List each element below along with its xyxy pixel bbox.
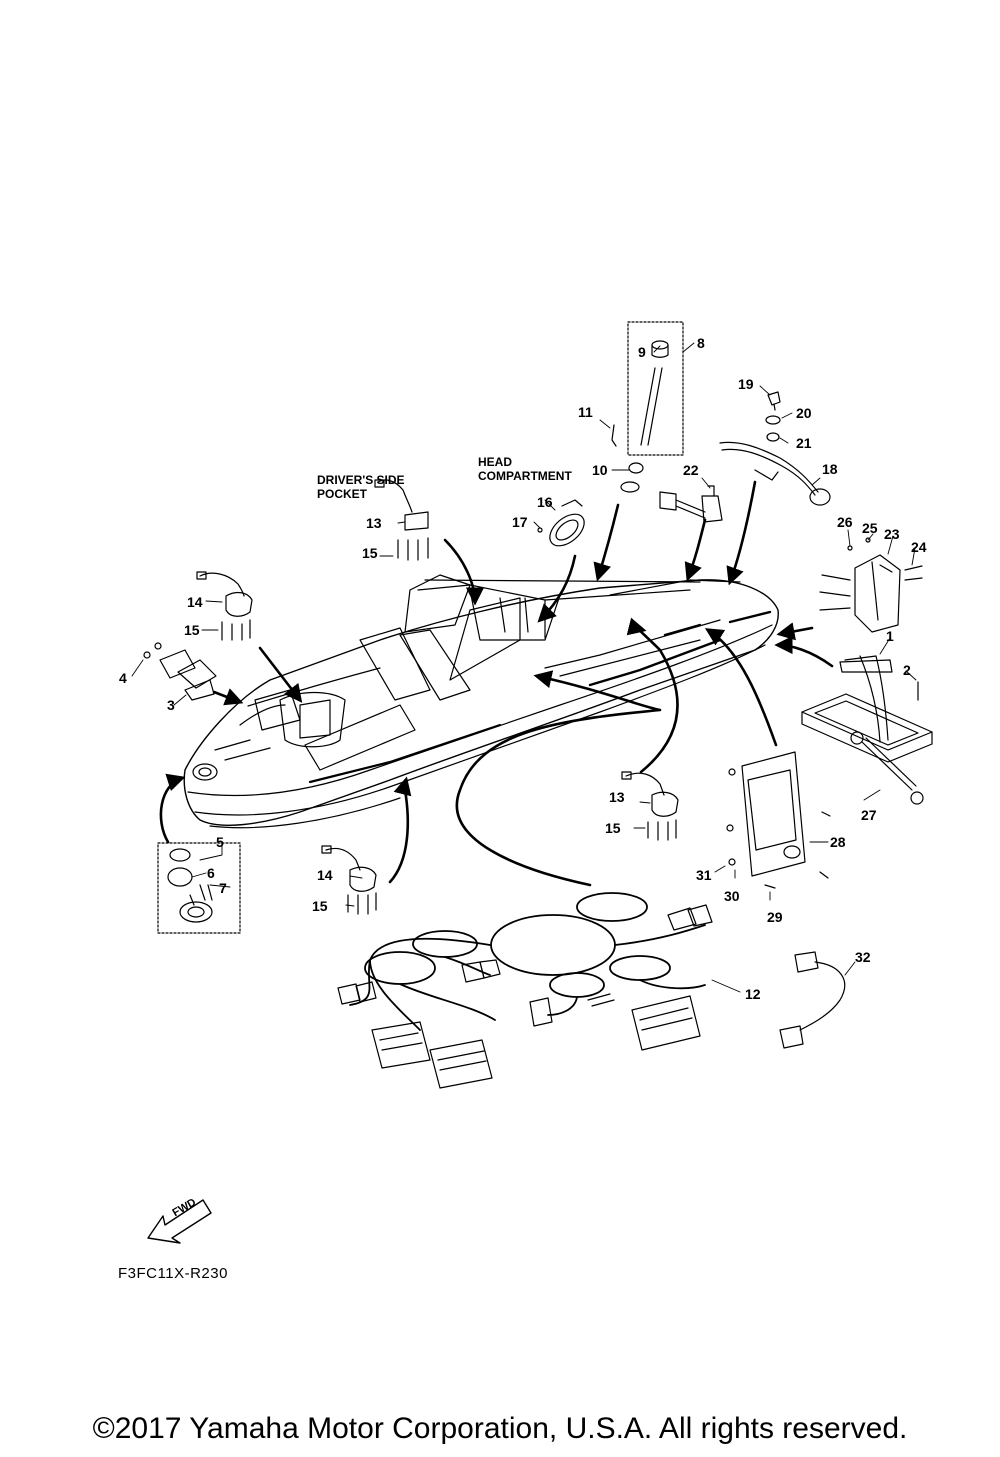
note-head-compartment: HEAD COMPARTMENT — [478, 455, 572, 483]
callout-17: 17 — [512, 514, 528, 530]
callout-15-b: 15 — [184, 622, 200, 638]
connectors — [337, 904, 713, 1089]
callout-15-a: 15 — [362, 545, 378, 561]
note-drivers-side-pocket: DRIVER'S SIDE POCKET — [317, 473, 405, 501]
callout-15-d: 15 — [312, 898, 328, 914]
callout-21: 21 — [796, 435, 812, 451]
light-part-14-bottom — [321, 845, 377, 915]
callout-1: 1 — [886, 628, 894, 644]
light-part-13-mid — [621, 771, 679, 841]
battery-tray-part — [801, 655, 933, 763]
callout-31: 31 — [696, 867, 712, 883]
callout-22: 22 — [683, 462, 699, 478]
callout-14-bottom: 14 — [317, 867, 333, 883]
light-part-14-top — [196, 571, 253, 641]
callout-5: 5 — [216, 834, 224, 850]
ecu-part — [726, 751, 831, 889]
callout-19: 19 — [738, 376, 754, 392]
sensor-lead-part — [779, 951, 846, 1049]
ground-cable-part — [719, 391, 831, 506]
battery-cable-part — [850, 731, 924, 805]
callout-27: 27 — [861, 807, 877, 823]
callout-9: 9 — [638, 344, 646, 360]
drawing-code: F3FC11X-R230 — [118, 1265, 228, 1282]
cover-part-3 — [143, 642, 217, 701]
sensor-part — [659, 485, 723, 523]
copyright-notice: ©2017 Yamaha Motor Corporation, U.S.A. A… — [92, 1412, 908, 1445]
callout-13-top: 13 — [366, 515, 382, 531]
item-8-group-box — [627, 321, 684, 456]
callout-13-mid: 13 — [609, 789, 625, 805]
callout-15-c: 15 — [605, 820, 621, 836]
callout-28: 28 — [830, 834, 846, 850]
callout-12: 12 — [745, 986, 761, 1002]
callout-23: 23 — [884, 526, 900, 542]
callout-30: 30 — [724, 888, 740, 904]
fwd-arrow-icon — [147, 1199, 212, 1244]
assembly-arrows — [159, 480, 834, 887]
callout-6: 6 — [207, 865, 215, 881]
light-part-13-top — [374, 479, 429, 561]
fuse-box-part — [819, 537, 923, 633]
callout-29: 29 — [767, 909, 783, 925]
leader-lines — [131, 342, 917, 993]
callout-14-top: 14 — [187, 594, 203, 610]
callout-10: 10 — [592, 462, 608, 478]
callout-26: 26 — [837, 514, 853, 530]
light-parts-5-7 — [167, 848, 213, 923]
callout-25: 25 — [862, 520, 878, 536]
boat-hull — [183, 574, 779, 829]
callout-7: 7 — [219, 880, 227, 896]
stanchion-part — [611, 340, 669, 493]
callout-16: 16 — [537, 494, 553, 510]
speaker-part — [537, 499, 585, 547]
callout-18: 18 — [822, 461, 838, 477]
callout-3: 3 — [167, 697, 175, 713]
callout-20: 20 — [796, 405, 812, 421]
callout-4: 4 — [119, 670, 127, 686]
callout-11: 11 — [578, 404, 593, 420]
callout-24: 24 — [911, 539, 927, 555]
callout-8: 8 — [697, 335, 705, 351]
callout-32: 32 — [855, 949, 871, 965]
wire-harness-part — [349, 892, 706, 1031]
item-5-group-box — [157, 842, 241, 934]
callout-2: 2 — [903, 662, 911, 678]
